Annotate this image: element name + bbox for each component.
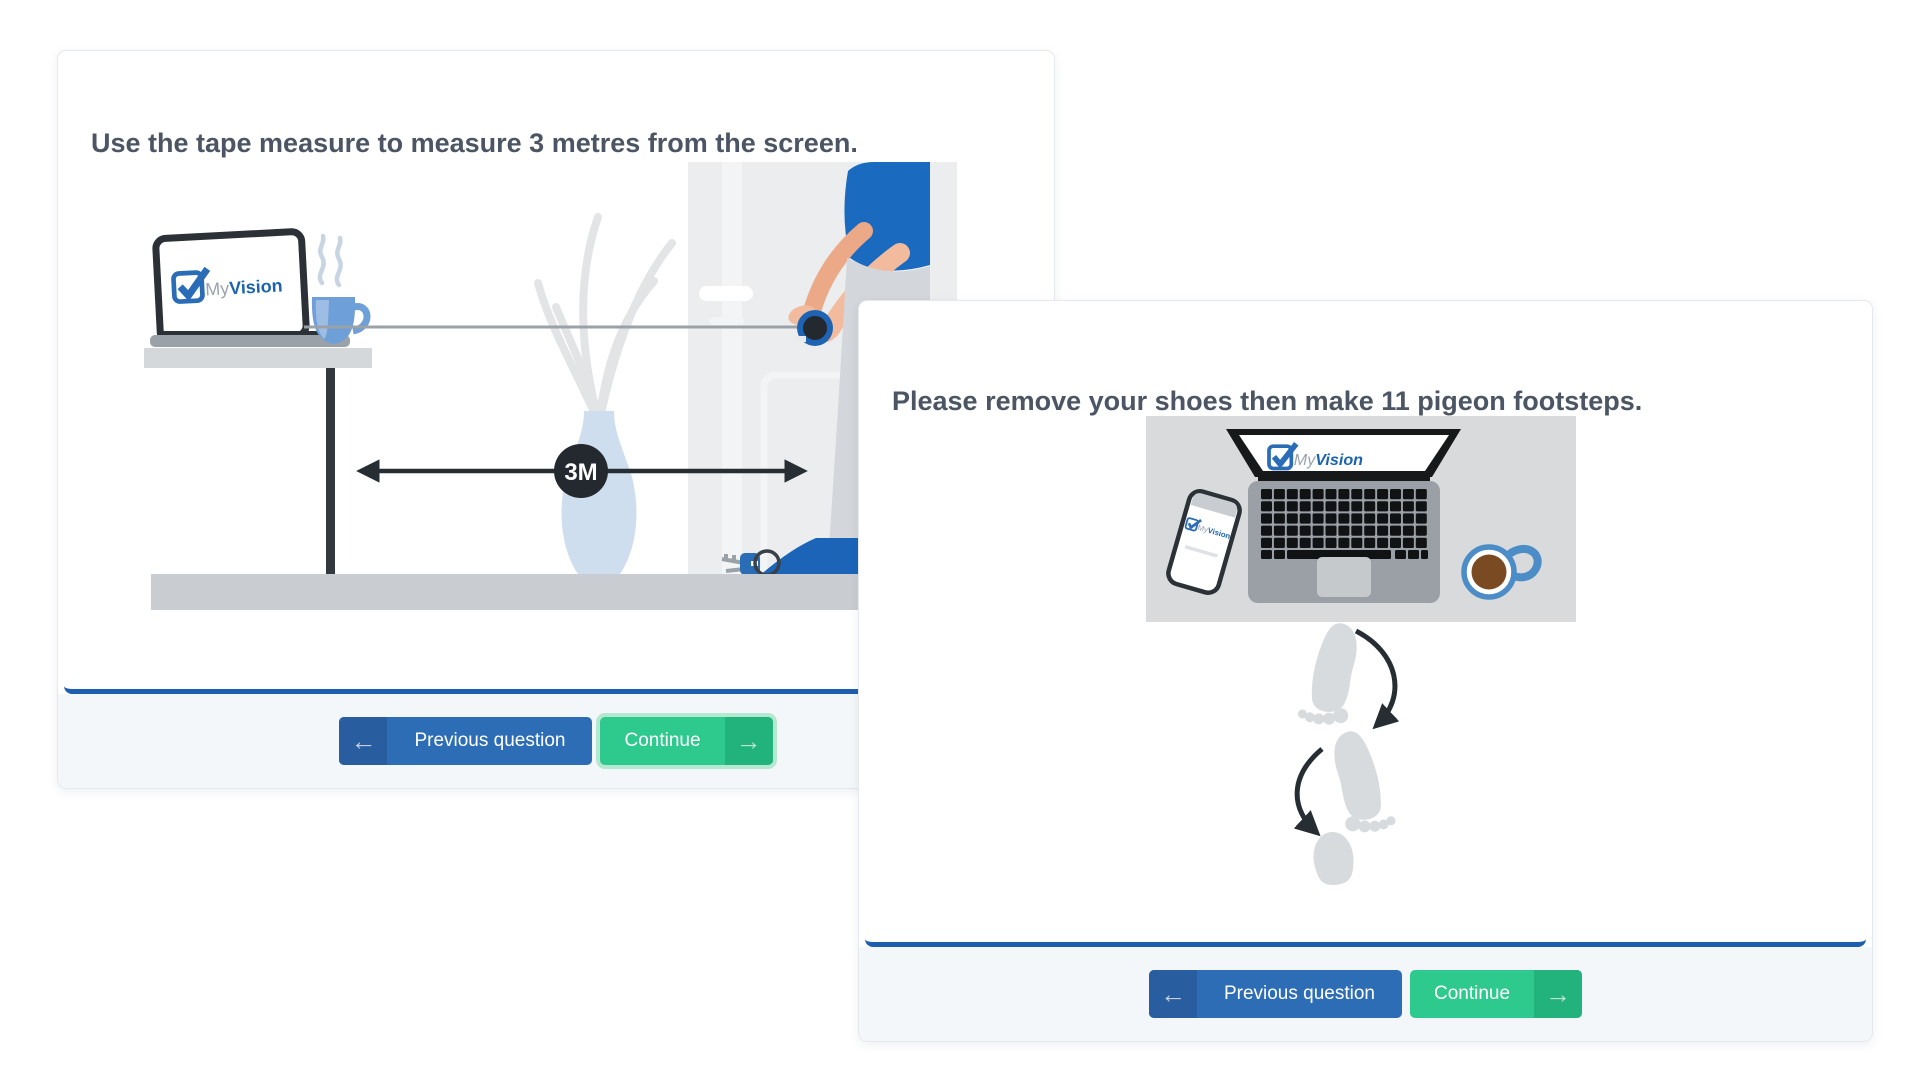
desk-illustration: MyVision MyVision xyxy=(1146,416,1576,622)
laptop-top-view: MyVision xyxy=(1226,429,1461,603)
arrow-left-icon: ← xyxy=(1148,970,1197,1018)
myvision-logo: MyVision xyxy=(171,266,283,304)
question-body: Please remove your shoes then make 11 pi… xyxy=(865,307,1866,947)
phone-illustration: MyVision xyxy=(1166,489,1242,595)
question-card-pigeon-footsteps: Please remove your shoes then make 11 pi… xyxy=(858,300,1873,1042)
footsteps-illustration xyxy=(1293,618,1400,886)
question-footer: ← Previous question Continue → xyxy=(859,947,1872,1041)
distance-arrow: 3M xyxy=(356,444,808,498)
mug-illustration xyxy=(311,233,371,344)
question-title: Please remove your shoes then make 11 pi… xyxy=(892,386,1643,417)
continue-button[interactable]: Continue → xyxy=(1409,970,1583,1018)
floor xyxy=(151,574,996,610)
pigeon-footsteps-illustration: MyVision MyVision xyxy=(1146,416,1576,886)
coffee-cup-illustration xyxy=(1461,544,1542,600)
svg-text:MyVision: MyVision xyxy=(205,276,283,300)
svg-text:MyVision: MyVision xyxy=(1294,451,1363,469)
laptop-illustration: MyVision xyxy=(150,228,350,347)
previous-question-button[interactable]: ← Previous question xyxy=(1148,970,1402,1018)
question-title: Use the tape measure to measure 3 metres… xyxy=(91,128,858,159)
step-arrow-1 xyxy=(1354,628,1400,730)
continue-button[interactable]: Continue → xyxy=(600,717,773,765)
arrow-right-icon: → xyxy=(1534,970,1583,1018)
distance-badge: 3M xyxy=(564,459,597,486)
plant-illustration xyxy=(534,213,676,574)
previous-question-button[interactable]: ← Previous question xyxy=(339,717,593,765)
table-illustration xyxy=(144,348,372,574)
laptop-keyboard-keys xyxy=(1261,489,1428,559)
arrow-left-icon: ← xyxy=(339,717,388,765)
step-arrow-2 xyxy=(1293,747,1324,837)
tape-measure-device xyxy=(796,310,833,346)
myvision-logo: MyVision xyxy=(1267,441,1363,471)
trackpad xyxy=(1317,557,1371,597)
arrow-right-icon: → xyxy=(724,717,773,765)
